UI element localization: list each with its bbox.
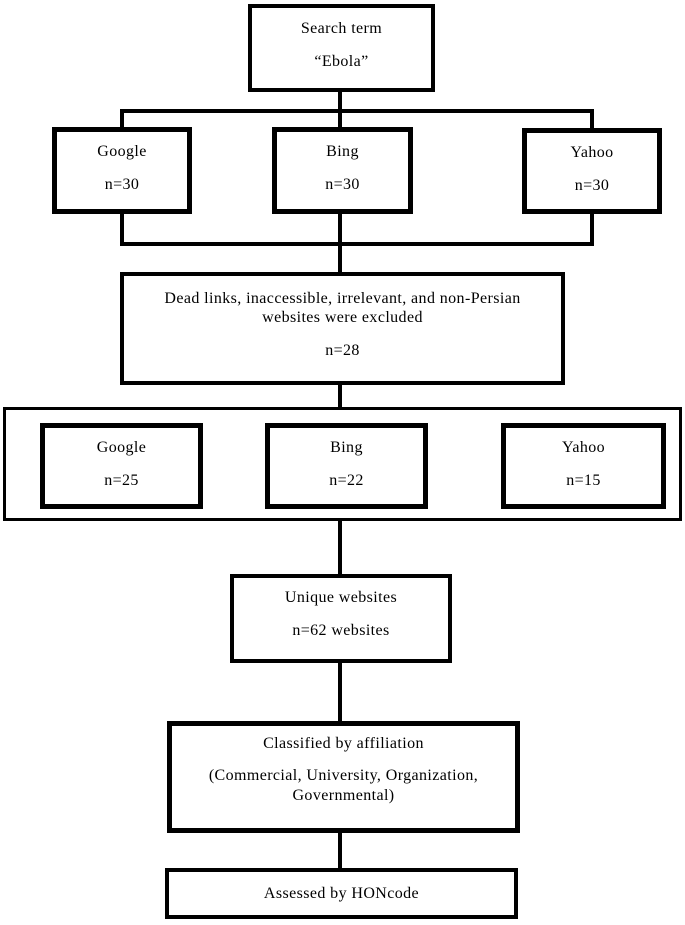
yahoo-initial-count: n=30: [574, 177, 610, 194]
classified-title: Classified by affiliation: [263, 735, 424, 752]
classified-box: Classified by affiliation (Commercial, U…: [167, 721, 520, 833]
classified-categories-line2: Governmental): [292, 787, 395, 804]
connector-yahoo1-to-collector: [590, 212, 594, 244]
yahoo-filtered-box: Yahoo n=15: [501, 423, 666, 509]
connector-google1-to-collector: [120, 212, 124, 244]
excluded-websites-box: Dead links, inaccessible, irrelevant, an…: [120, 272, 565, 385]
bing-initial-box: Bing n=30: [272, 127, 413, 214]
yahoo-initial-box: Yahoo n=30: [522, 128, 662, 214]
assessed-box: Assessed by HONcode: [165, 868, 518, 919]
search-term-value: “Ebola”: [314, 53, 369, 70]
connector-unique-to-classified: [338, 661, 342, 723]
excluded-text-line1: Dead links, inaccessible, irrelevant, an…: [164, 290, 521, 307]
bing-filtered-box: Bing n=22: [265, 423, 428, 509]
connector-collector-to-excluded: [338, 244, 342, 274]
connector-bing1-to-collector: [338, 212, 342, 244]
connector-branch-to-yahoo1: [590, 111, 594, 130]
connector-classified-to-assessed: [338, 831, 342, 870]
yahoo-initial-label: Yahoo: [570, 144, 614, 161]
yahoo-filtered-label: Yahoo: [561, 439, 606, 456]
unique-websites-count: n=62 websites: [292, 622, 390, 639]
google-filtered-count: n=25: [104, 472, 139, 489]
bing-initial-label: Bing: [326, 143, 359, 160]
google-initial-box: Google n=30: [52, 127, 192, 214]
bing-initial-count: n=30: [325, 176, 360, 193]
excluded-count: n=28: [325, 342, 360, 359]
search-term-label: Search term: [300, 20, 383, 37]
connector-branch-to-google1: [120, 111, 124, 129]
connector-excluded-to-results: [338, 383, 342, 409]
classified-categories-line1: (Commercial, University, Organization,: [208, 767, 479, 784]
connector-branch-horizontal: [120, 109, 594, 113]
bing-filtered-count: n=22: [329, 472, 364, 489]
search-term-box: Search term “Ebola”: [248, 4, 435, 92]
google-initial-label: Google: [97, 143, 147, 160]
filtered-results-container: Google n=25 Bing n=22 Yahoo n=15: [3, 407, 682, 521]
yahoo-filtered-count: n=15: [566, 472, 601, 489]
connector-results-to-unique: [338, 519, 342, 576]
excluded-text-line2: websites were excluded: [262, 309, 423, 326]
google-filtered-box: Google n=25: [40, 423, 203, 509]
unique-websites-box: Unique websites n=62 websites: [230, 574, 452, 663]
unique-websites-label: Unique websites: [284, 589, 398, 606]
connector-branch-to-bing1: [338, 111, 342, 129]
connector-collector-horizontal: [120, 242, 594, 246]
bing-filtered-label: Bing: [330, 439, 363, 456]
google-initial-count: n=30: [104, 176, 140, 193]
google-filtered-label: Google: [96, 439, 147, 456]
connector-search-to-branch: [338, 90, 342, 113]
assessed-label: Assessed by HONcode: [263, 884, 420, 902]
